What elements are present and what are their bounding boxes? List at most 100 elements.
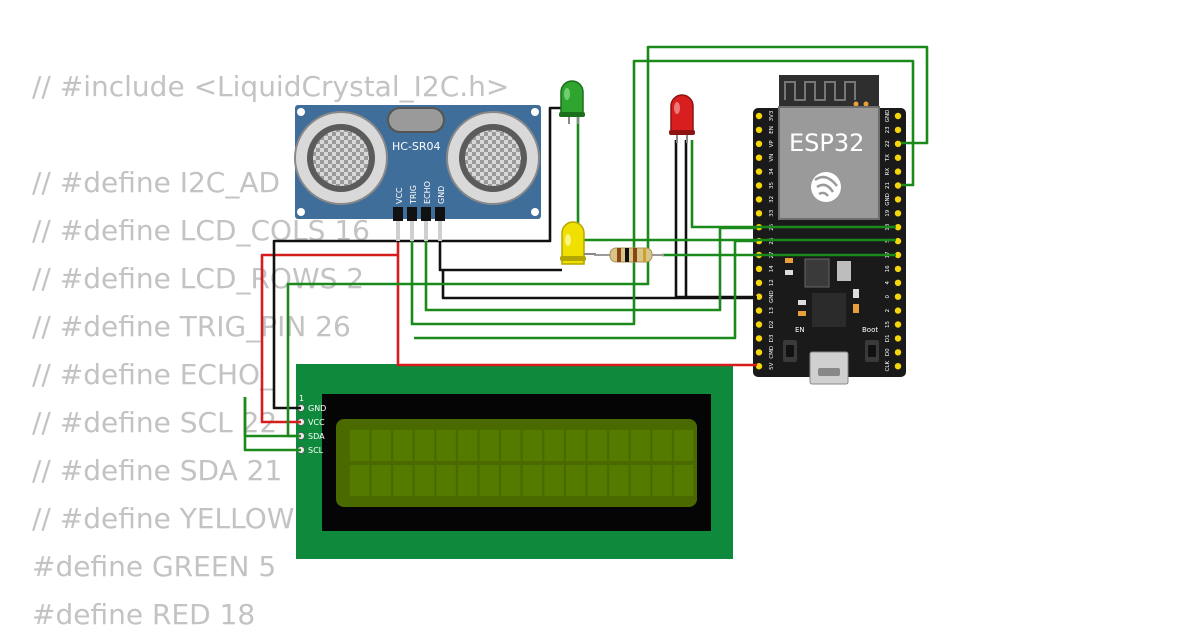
esp32-pin[interactable] [894,251,902,259]
wire-sensor-trig [410,59,915,326]
esp32-pin-label: D0 [885,348,891,356]
esp32-pin[interactable] [894,279,902,286]
esp32-pin[interactable] [755,126,763,134]
esp32-pin-label: D1 [885,335,891,343]
lcd-character-cell [652,465,672,496]
lcd-character-cell [393,465,413,496]
esp32-pin-label: GND [769,290,775,303]
lcd-character-cell [609,430,629,461]
esp32-pin[interactable] [894,321,902,328]
hc-sr04-sensor[interactable]: HC-SR04 VCC TRIG ECHO GND [294,105,541,241]
antenna-trace [784,81,856,101]
usb-chip [812,293,846,327]
green-led[interactable] [559,80,585,124]
lcd-pin-scl[interactable]: SCL [297,446,324,455]
lcd-character-cell [414,465,435,496]
wire-red-led-gnd [674,140,757,299]
esp32-pin[interactable] [894,307,902,314]
esp32-pin[interactable] [755,196,763,203]
esp32-pin-label: VN [769,154,775,162]
esp32-pin-label: GND [885,193,891,206]
sensor-pin-vcc[interactable] [393,207,403,221]
esp32-pin-label: RX [885,168,891,176]
micro-usb-port[interactable] [809,351,849,385]
esp32-pin-label: 3V3 [769,110,775,121]
esp32-pin[interactable] [894,293,902,300]
esp32-pin[interactable] [894,349,902,356]
en-button-label: EN [795,326,805,334]
lcd-character-cell [522,430,543,461]
lcd-character-cell [371,430,391,461]
lcd-module[interactable]: 1 GND VCC SDA SCL [296,364,733,559]
esp32-pin[interactable] [894,265,902,273]
esp32-pin[interactable] [894,210,902,217]
esp32-pin[interactable] [755,140,763,147]
sensor-pin-label: VCC [395,187,404,204]
lcd-pin-vcc[interactable]: VCC [297,418,326,427]
esp32-pin[interactable] [755,210,763,217]
lcd-pin-gnd[interactable]: GND [297,404,327,413]
esp32-pin-label: D3 [769,334,775,342]
lcd-character-cell [544,430,564,461]
esp32-pin-label: 12 [769,279,775,286]
sensor-pin-gnd[interactable] [435,207,445,221]
esp32-pin[interactable] [894,363,902,370]
lcd-character-cell [458,430,478,461]
esp32-pin-label: 4 [885,281,891,285]
wire-sensor-gnd [438,220,757,300]
lcd-pin-label: SDA [308,432,325,441]
sensor-pin-echo[interactable] [421,207,431,221]
esp32-pin[interactable] [755,154,763,161]
lcd-character-cell [436,430,456,461]
code-line: #define GREEN 5 [32,550,277,583]
esp32-pin[interactable] [755,321,763,328]
sensor-crystal [387,107,445,133]
esp32-pin[interactable] [755,335,763,342]
esp32-pin[interactable] [755,307,763,314]
esp32-pin-label: 15 [885,321,891,328]
en-button[interactable] [783,340,797,362]
esp32-pin[interactable] [894,196,902,203]
yellow-led[interactable] [560,221,596,265]
esp32-pin[interactable] [894,112,902,120]
esp32-pin[interactable] [894,140,902,147]
lcd-character-cell [501,465,521,496]
esp32-pin[interactable] [755,265,763,273]
lcd-character-cell [674,430,694,461]
esp32-pin-label: 5V [769,362,775,369]
esp32-pin[interactable] [755,182,763,189]
sensor-pin-label: ECHO [423,181,432,204]
red-led[interactable] [669,94,695,143]
esp32-pin-label: 13 [769,307,775,314]
esp32-pin[interactable] [894,126,902,134]
sensor-pin-label: TRIG [409,185,418,205]
lcd-character-cell [674,465,694,496]
boot-button[interactable] [865,340,879,362]
code-line: // #define I2C_AD [32,166,281,199]
esp32-pin[interactable] [755,279,763,286]
esp32-pin[interactable] [755,349,763,356]
esp32-pin[interactable] [755,363,763,370]
wire-red-led [690,140,896,229]
lcd-character-cell [544,465,564,496]
sensor-pin-trig[interactable] [407,207,417,221]
esp32-pin-label: 22 [885,140,891,147]
esp32-pin[interactable] [755,168,763,175]
esp32-pin[interactable] [894,154,902,161]
lcd-pin-sda[interactable]: SDA [297,432,326,441]
esp32-pin[interactable] [755,293,763,300]
esp32-pin-label: CLK [885,361,891,372]
lcd-pin-index: 1 [299,394,304,403]
esp32-pin[interactable] [894,335,902,342]
esp32-pin-label: 16 [885,265,891,272]
esp32-pin[interactable] [894,182,902,189]
lcd-character-cell [371,465,391,496]
esp32-pin[interactable] [894,168,902,175]
wire-lcd-sda [286,45,929,438]
esp32-pin[interactable] [894,237,902,245]
resistor[interactable] [594,247,664,263]
sensor-pin-label: GND [437,186,446,204]
esp32-pin[interactable] [894,224,902,231]
esp32-pin[interactable] [755,112,763,120]
